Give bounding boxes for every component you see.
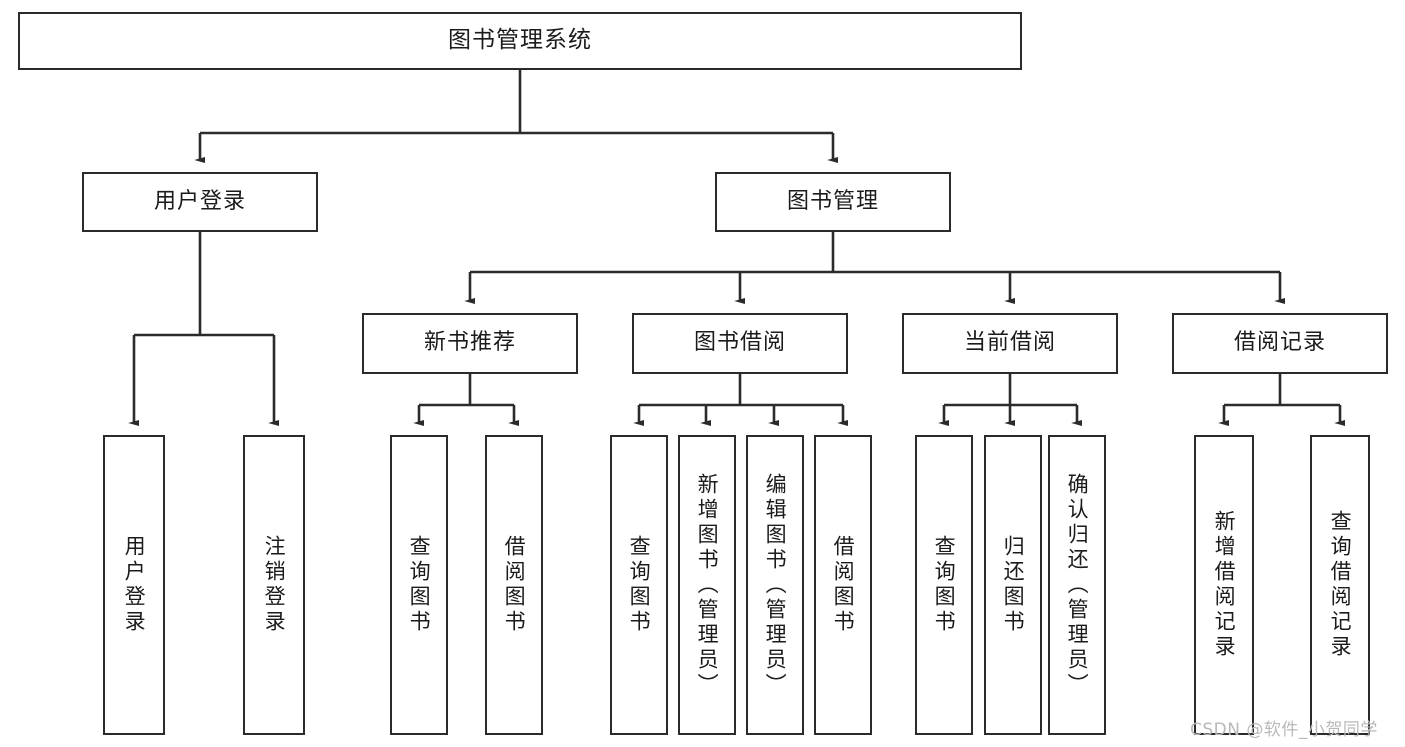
leaf-label: 确认归还（管理员）	[1065, 472, 1090, 698]
leaf-add-book-admin[interactable]: 新增图书（管理员）	[678, 435, 736, 735]
leaf-logout-login[interactable]: 注销登录	[243, 435, 305, 735]
node-user-login[interactable]: 用户登录	[82, 172, 318, 232]
leaf-label: 查询图书	[627, 535, 652, 635]
leaf-label: 借阅图书	[831, 535, 856, 635]
leaf-confirm-return-admin[interactable]: 确认归还（管理员）	[1048, 435, 1106, 735]
leaf-label: 新增图书（管理员）	[695, 472, 720, 698]
leaf-query-book-current[interactable]: 查询图书	[915, 435, 973, 735]
leaf-label: 查询图书	[407, 535, 432, 635]
leaf-label: 用户登录	[122, 535, 147, 635]
leaf-query-book-borrow[interactable]: 查询图书	[610, 435, 668, 735]
node-new-book-recommend[interactable]: 新书推荐	[362, 313, 578, 374]
leaf-label: 归还图书	[1001, 535, 1026, 635]
leaf-return-book[interactable]: 归还图书	[984, 435, 1042, 735]
leaf-borrow-book-recommend[interactable]: 借阅图书	[485, 435, 543, 735]
leaf-edit-book-admin[interactable]: 编辑图书（管理员）	[746, 435, 804, 735]
leaf-label: 编辑图书（管理员）	[763, 472, 788, 698]
leaf-label: 新增借阅记录	[1212, 510, 1237, 660]
leaf-user-login[interactable]: 用户登录	[103, 435, 165, 735]
csdn-watermark: CSDN @软件_小贺同学	[1190, 720, 1378, 740]
leaf-label: 查询图书	[932, 535, 957, 635]
node-book-borrow[interactable]: 图书借阅	[632, 313, 848, 374]
leaf-label: 借阅图书	[502, 535, 527, 635]
leaf-label: 查询借阅记录	[1328, 510, 1353, 660]
leaf-query-borrow-record[interactable]: 查询借阅记录	[1310, 435, 1370, 735]
node-root-system[interactable]: 图书管理系统	[18, 12, 1022, 70]
leaf-query-book-recommend[interactable]: 查询图书	[390, 435, 448, 735]
node-book-management[interactable]: 图书管理	[715, 172, 951, 232]
leaf-borrow-book[interactable]: 借阅图书	[814, 435, 872, 735]
leaf-label: 注销登录	[262, 535, 287, 635]
leaf-add-borrow-record[interactable]: 新增借阅记录	[1194, 435, 1254, 735]
node-current-borrow[interactable]: 当前借阅	[902, 313, 1118, 374]
node-borrow-records[interactable]: 借阅记录	[1172, 313, 1388, 374]
